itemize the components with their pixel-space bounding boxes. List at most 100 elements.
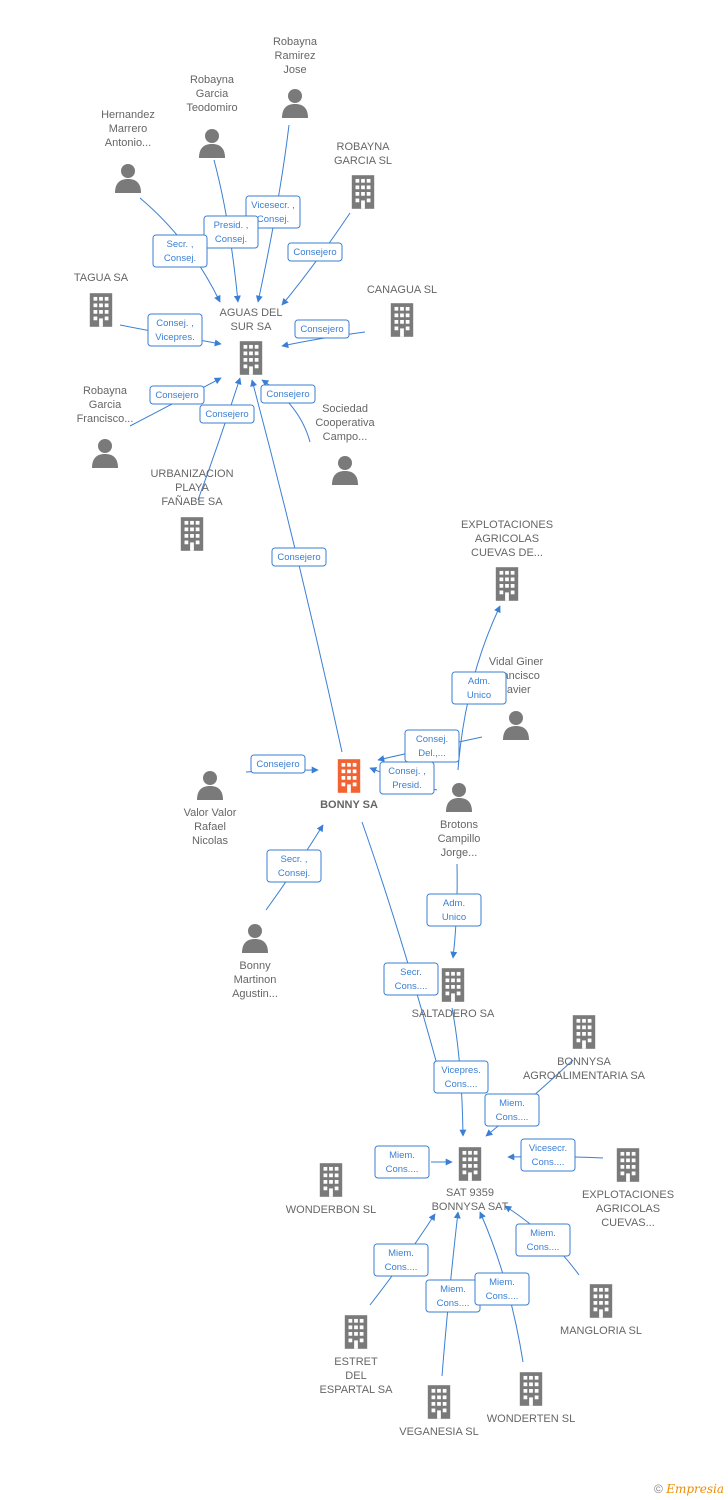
building-icon	[616, 1148, 640, 1182]
node-tagua[interactable]: TAGUA SA	[74, 272, 129, 327]
node-label: URBANIZACION	[150, 468, 233, 480]
node-label: SAT 9359	[446, 1187, 494, 1199]
relation-label-r1[interactable]: Vicesecr. ,Consej.	[245, 195, 301, 229]
node-label: Marrero	[109, 123, 148, 135]
node-label: ESPARTAL SA	[320, 1384, 394, 1396]
relation-label-r6[interactable]: Consejero	[294, 319, 350, 339]
relation-text: Del.,...	[418, 748, 445, 759]
relation-label-r19[interactable]: Miem.Cons....	[484, 1093, 540, 1127]
node-label: Javier	[501, 684, 531, 696]
relation-label-r23[interactable]: Miem.Cons....	[373, 1243, 429, 1277]
relation-box	[451, 671, 507, 705]
relation-label-r11[interactable]: Adm.Unico	[451, 671, 507, 705]
node-label: WONDERBON SL	[286, 1204, 376, 1216]
building-icon	[519, 1372, 543, 1406]
node-label: Robayna	[83, 385, 128, 397]
person-icon	[199, 129, 225, 158]
node-label: GARCIA SL	[334, 155, 392, 167]
node-wonderten[interactable]: WONDERTEN SL	[487, 1372, 575, 1425]
node-brotons[interactable]: BrotonsCampilloJorge...	[438, 783, 481, 859]
relation-box	[474, 1272, 530, 1306]
node-hernandez[interactable]: HernandezMarreroAntonio...	[101, 109, 155, 193]
person-icon	[446, 783, 472, 812]
relation-box	[260, 384, 316, 404]
relation-box	[379, 761, 435, 795]
relation-text: Consejero	[205, 409, 248, 420]
building-icon	[89, 293, 113, 327]
person-icon	[197, 771, 223, 800]
relation-label-r25[interactable]: Miem.Cons....	[474, 1272, 530, 1306]
relation-text: Adm.	[468, 676, 490, 687]
relation-box	[294, 319, 350, 339]
relation-label-r14[interactable]: Consejero	[250, 754, 306, 774]
relation-box	[203, 215, 259, 249]
relation-label-r5[interactable]: Consej. ,Vicepres.	[147, 313, 203, 347]
node-label: Brotons	[440, 819, 478, 831]
node-robayna_garcia_f[interactable]: RobaynaGarciaFrancisco...	[77, 385, 134, 468]
node-label: CANAGUA SL	[367, 284, 437, 296]
relation-text: Secr. ,	[281, 854, 308, 865]
node-explotaciones_c[interactable]: EXPLOTACIONESAGRICOLASCUEVAS...	[582, 1148, 674, 1229]
node-bonny[interactable]: BONNY SA	[320, 759, 378, 811]
person-icon	[282, 89, 308, 118]
node-saltadero[interactable]: SALTADERO SA	[412, 968, 495, 1020]
node-label: EXPLOTACIONES	[461, 519, 553, 531]
relation-label-r7[interactable]: Consejero	[149, 385, 205, 405]
node-veganesia[interactable]: VEGANESIA SL	[399, 1385, 479, 1438]
relation-text: Adm.	[443, 898, 465, 909]
relation-box	[287, 242, 343, 262]
relation-label-r4[interactable]: Consejero	[287, 242, 343, 262]
relation-label-r21[interactable]: Vicesecr.Cons....	[520, 1138, 576, 1172]
node-canagua[interactable]: CANAGUA SL	[367, 284, 437, 337]
relation-text: Consej.	[164, 253, 196, 264]
node-label: ROBAYNA	[337, 141, 391, 153]
relation-label-r16[interactable]: Adm.Unico	[426, 893, 482, 927]
node-sociedad[interactable]: SociedadCooperativaCampo...	[315, 403, 376, 485]
relation-label-r8[interactable]: Consejero	[199, 404, 255, 424]
building-icon	[589, 1284, 613, 1318]
node-robayna_garcia_sl[interactable]: ROBAYNA GARCIA SL	[334, 141, 392, 209]
relation-text: Vicepres.	[155, 332, 194, 343]
node-label: Ramirez	[275, 50, 316, 62]
node-label: DEL	[345, 1370, 366, 1382]
node-label: AGUAS DEL	[220, 307, 283, 319]
relation-text: Secr.	[400, 967, 422, 978]
relation-text: Vicesecr.	[529, 1143, 567, 1154]
relation-label-r22[interactable]: Miem.Cons....	[515, 1223, 571, 1257]
relation-label-r24[interactable]: Miem.Cons....	[425, 1279, 481, 1313]
relation-label-r20[interactable]: Miem.Cons....	[374, 1145, 430, 1179]
relation-box	[149, 385, 205, 405]
relation-box	[250, 754, 306, 774]
relation-label-r2[interactable]: Presid. ,Consej.	[203, 215, 259, 249]
node-label: Martinon	[234, 974, 277, 986]
relation-label-r13[interactable]: Consej. ,Presid.	[379, 761, 435, 795]
relation-label-r17[interactable]: Secr.Cons....	[383, 962, 439, 996]
relation-label-r15[interactable]: Secr. ,Consej.	[266, 849, 322, 883]
relation-label-r10[interactable]: Consejero	[271, 547, 327, 567]
building-icon	[344, 1315, 368, 1349]
node-label: Cooperativa	[315, 417, 375, 429]
relation-label-r12[interactable]: Consej.Del.,...	[404, 729, 460, 763]
node-label: VEGANESIA SL	[399, 1426, 478, 1438]
footer-brand: © Empresia	[654, 1482, 724, 1496]
node-mangloria[interactable]: MANGLORIA SL	[560, 1284, 642, 1337]
relation-label-r9[interactable]: Consejero	[260, 384, 316, 404]
relation-label-r3[interactable]: Secr. ,Consej.	[152, 234, 208, 268]
building-icon	[239, 341, 263, 375]
relation-text: Miem.	[489, 1277, 515, 1288]
node-wonderbon[interactable]: WONDERBON SL	[286, 1163, 376, 1216]
relation-box	[373, 1243, 429, 1277]
relation-label-r18[interactable]: Vicepres.Cons....	[433, 1060, 489, 1094]
node-bonny_martinon[interactable]: BonnyMartinonAgustin...	[232, 924, 278, 1000]
building-icon	[337, 759, 361, 793]
relation-text: Miem.	[440, 1284, 466, 1295]
